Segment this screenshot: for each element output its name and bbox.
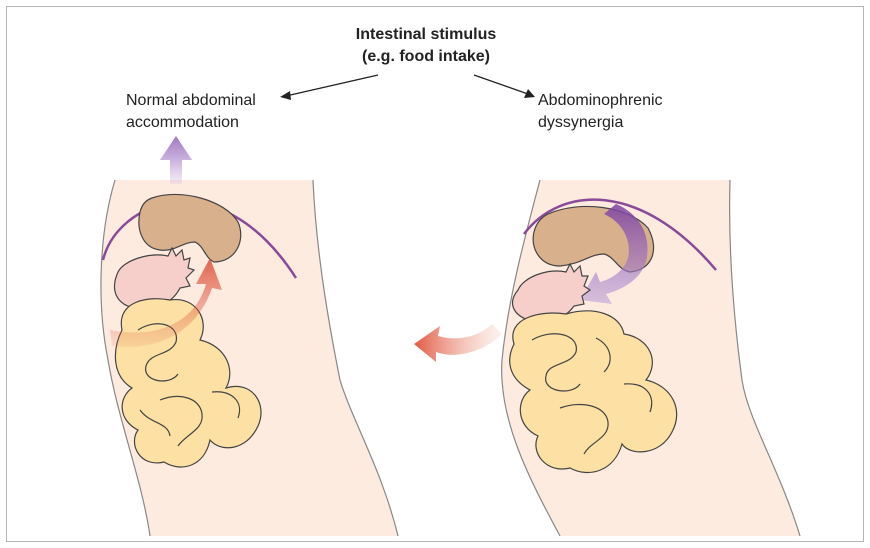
left-purple-up-arrow xyxy=(160,136,192,184)
normal-accommodation-label-line2: accommodation xyxy=(126,112,239,134)
arrow-to-dyssynergia xyxy=(474,75,528,94)
stimulus-title: Intestinal stimulus xyxy=(318,24,534,46)
stimulus-subtitle: (e.g. food intake) xyxy=(318,46,534,68)
left-body xyxy=(101,136,398,536)
stimulus-arrows xyxy=(280,75,535,100)
arrowhead-left xyxy=(280,91,291,100)
right-body xyxy=(414,180,800,536)
normal-accommodation-label-line1: Normal abdominal xyxy=(126,90,256,112)
arrow-to-normal xyxy=(286,75,378,96)
dyssynergia-label-line1: Abdominophrenic xyxy=(538,90,663,112)
dyssynergia-label-line2: dyssynergia xyxy=(538,112,623,134)
right-red-left-arrow xyxy=(414,324,502,362)
